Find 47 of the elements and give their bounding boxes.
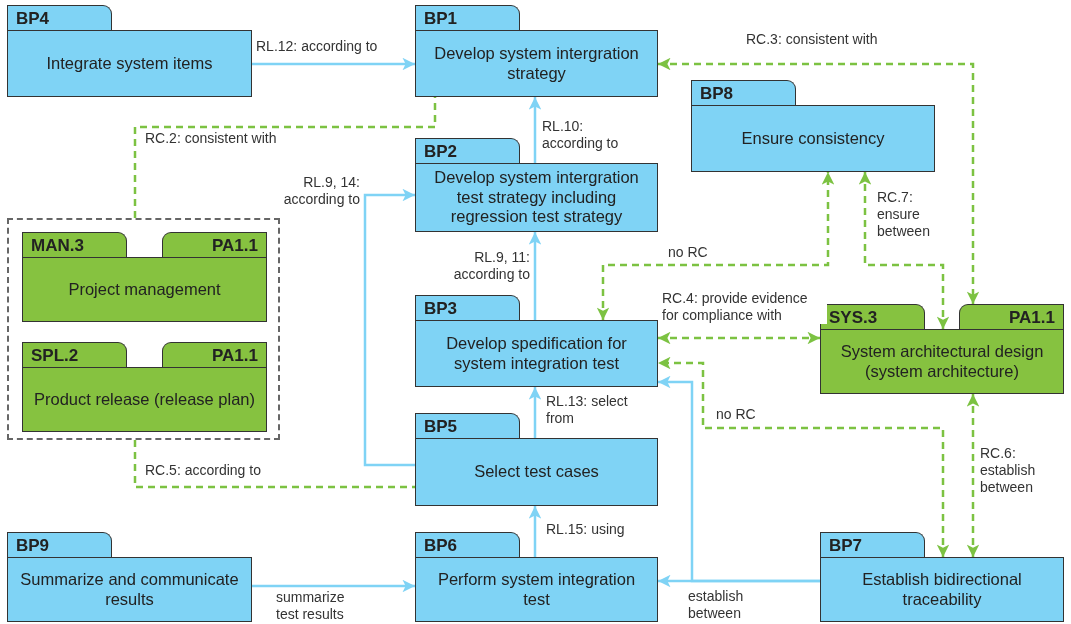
process-box: Summarize and communicate results <box>7 557 252 622</box>
arrow <box>528 97 542 163</box>
package-tab: PA1.1 <box>162 342 267 367</box>
process-box: Develop system intergration test strategy including regression test strategy <box>415 163 658 232</box>
edge-label: RC.4: provide evidence for compliance with <box>662 290 827 324</box>
package-tab: BP8 <box>691 80 796 105</box>
arrow <box>528 387 542 438</box>
process-box: Develop spedification for system integration test <box>415 320 658 387</box>
dashed-line <box>133 440 415 489</box>
package-tab: SYS.3 <box>820 304 925 329</box>
package-tab: MAN.3 <box>22 232 127 257</box>
edge-label: RC.5: according to <box>145 462 261 479</box>
process-box: Ensure consistency <box>691 105 935 172</box>
process-box: System architectural design (system architecture) <box>820 329 1064 394</box>
dashed-arrow <box>596 172 835 320</box>
edge-label: RL.12: according to <box>256 38 378 55</box>
process-box: Establish bidirectional traceability <box>820 557 1064 622</box>
edge-label: RL.15: using <box>546 521 625 538</box>
package-tab: PA1.1 <box>959 304 1064 329</box>
package-tab: BP9 <box>7 532 112 557</box>
package-tab: BP3 <box>415 295 520 320</box>
package-tab: BP2 <box>415 138 520 163</box>
dashed-arrow <box>658 331 820 345</box>
arrow <box>252 579 415 593</box>
package-tab: BP7 <box>820 532 925 557</box>
process-box: Perform system integration test <box>415 557 658 622</box>
package-tab: PA1.1 <box>162 232 267 257</box>
process-box: Select test cases <box>415 438 658 506</box>
process-box: Develop system intergration strategy <box>415 30 658 97</box>
package-tab: BP4 <box>7 5 112 30</box>
dashed-arrow <box>858 172 950 329</box>
arrow <box>658 375 820 583</box>
package-tab: BP5 <box>415 413 520 438</box>
process-box: Integrate system items <box>7 30 252 97</box>
arrow <box>528 232 542 320</box>
arrow <box>252 57 415 71</box>
package-tab: BP1 <box>415 5 520 30</box>
arrow <box>528 506 542 557</box>
dashed-arrow <box>658 356 950 557</box>
process-box: Project management <box>22 257 267 322</box>
dashed-arrow <box>966 394 980 557</box>
package-tab: SPL.2 <box>22 342 127 367</box>
dashed-arrow <box>658 57 980 304</box>
arrow <box>363 188 415 467</box>
process-box: Product release (release plan) <box>22 367 267 432</box>
dashed-group-box <box>7 218 280 440</box>
package-tab: BP6 <box>415 532 520 557</box>
